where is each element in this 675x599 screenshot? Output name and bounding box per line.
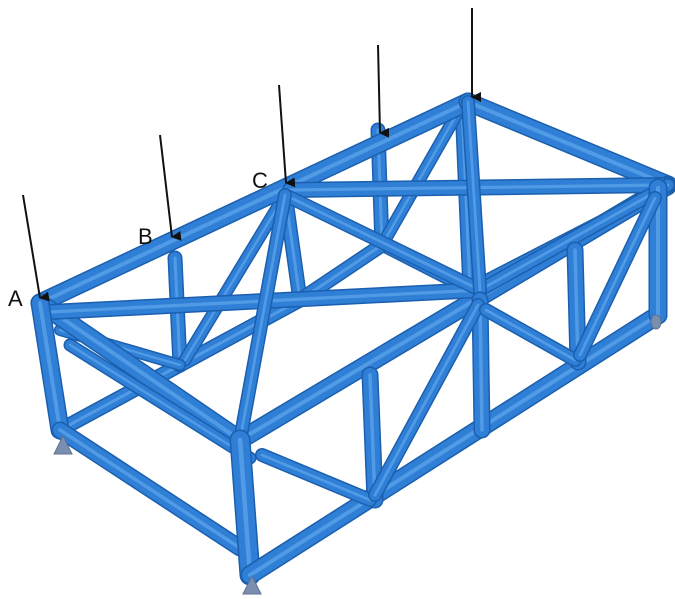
node-label-b: B [138,224,153,249]
front-diagonal-3 [479,303,582,367]
front-diagonal-1 [255,448,377,507]
load-arrows [22,8,481,302]
top-diagonal-a2 [233,188,292,447]
front-left-post [229,429,261,586]
front-diagonal-4 [573,191,662,362]
node-label-c: C [252,168,268,193]
back-diagonal-upper [375,98,469,252]
front-post-3 [566,241,587,371]
support-left-back [53,434,73,455]
left-bottom-chord [51,421,249,557]
support-left-front [242,574,262,595]
node-label-a: A [8,286,23,311]
load-arrow-a [22,194,50,302]
front-post-1 [361,366,384,509]
load-arrow-4 [377,44,390,138]
front-diagonal-2 [368,298,485,502]
supports [53,314,662,595]
top-diagonal-a1 [278,188,487,297]
load-arrow-c [278,84,296,188]
top-left-chord [30,293,250,450]
left-front-post [30,293,70,440]
top-back-chord [30,92,478,313]
support-right-front [650,314,662,330]
top-diagonal-b2 [461,95,487,297]
top-diagonal-b1 [473,178,675,297]
front-post-2 [471,291,491,439]
load-arrow-b [159,134,182,241]
left-mid-rail [63,338,257,465]
rear-diagonal-1 [178,188,292,367]
front-bottom-chord [240,305,668,585]
frame-members [30,92,675,586]
top-right-chord [458,92,675,195]
rear-bottom-chord-mid [172,292,308,373]
